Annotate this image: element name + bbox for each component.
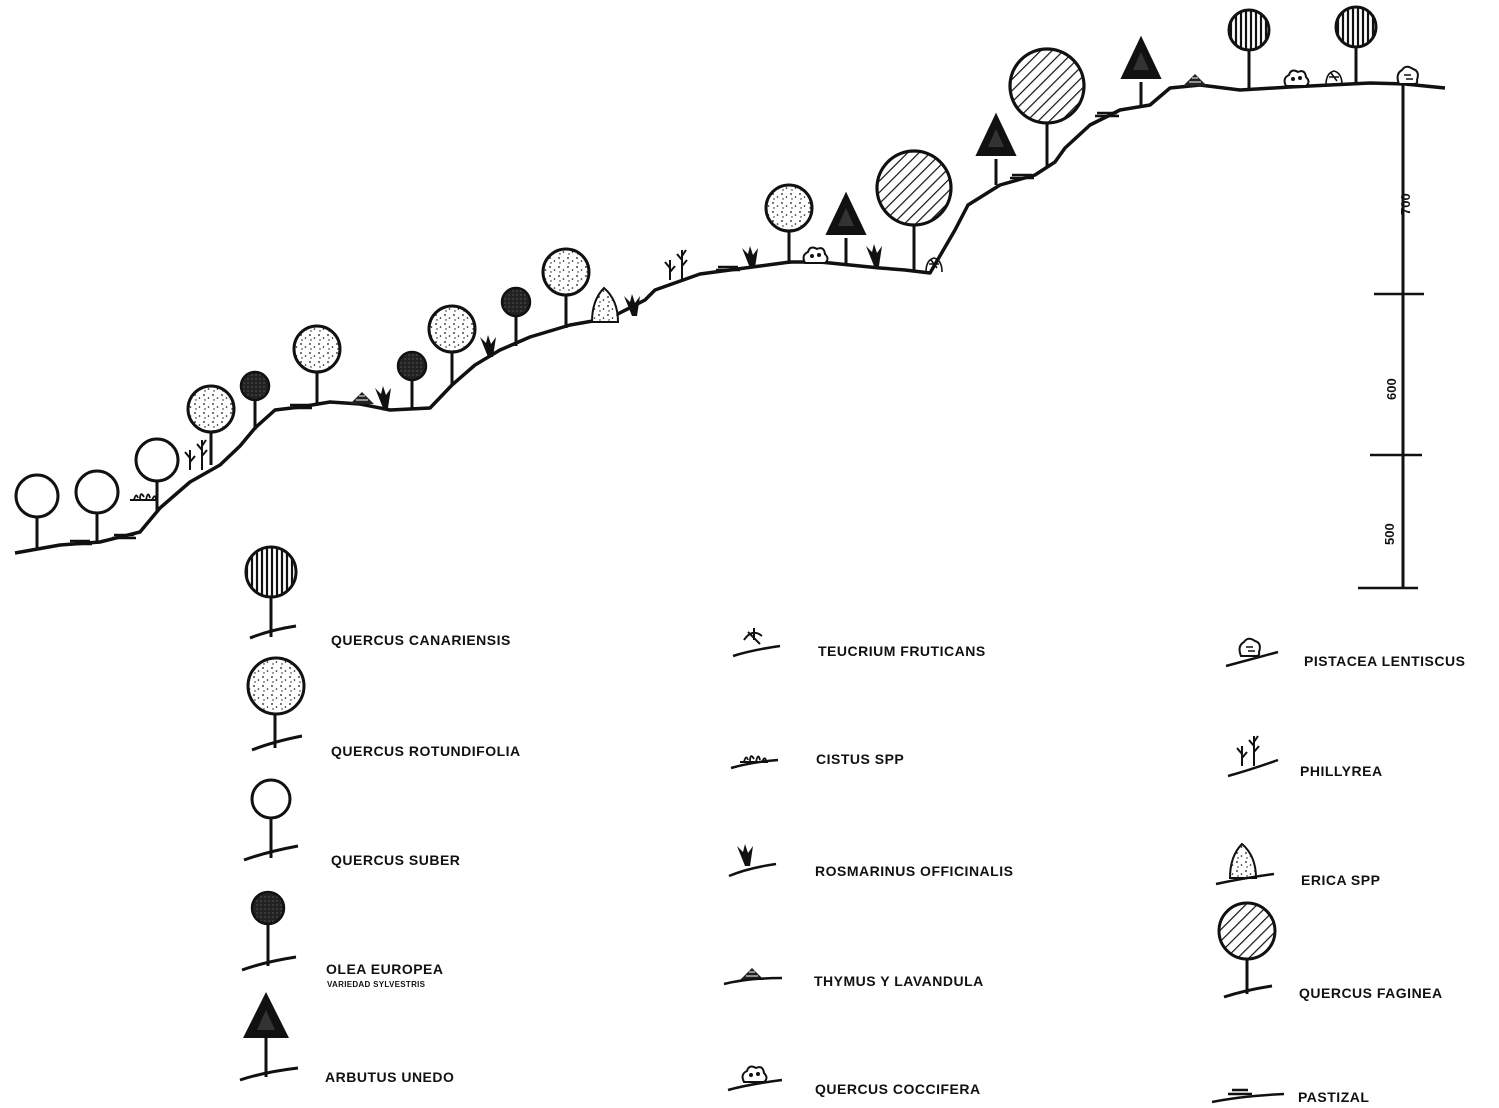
legend-phillyrea-icon bbox=[1228, 736, 1278, 776]
legend-symbols bbox=[240, 547, 1284, 1102]
arbutus-unedo-tree-icon bbox=[827, 194, 865, 264]
terrain-profile-line bbox=[15, 83, 1445, 553]
quercus-canariensis-tree-icon bbox=[1336, 7, 1376, 85]
quercus-rotundifolia-tree-icon bbox=[543, 249, 589, 328]
legend-label-quercus-canariensis: QUERCUS CANARIENSIS bbox=[331, 632, 511, 648]
legend-label-pistacea: PISTACEA LENTISCUS bbox=[1304, 653, 1465, 669]
arbutus-unedo-tree-icon bbox=[977, 115, 1015, 185]
thymus-icon bbox=[350, 392, 374, 404]
thymus-icon bbox=[1183, 74, 1207, 86]
scale-label-500: 500 bbox=[1382, 523, 1397, 545]
arbutus-unedo-tree-icon bbox=[1122, 38, 1160, 108]
quercus-coccifera-icon bbox=[1285, 71, 1309, 86]
legend-label-thymus: THYMUS Y LAVANDULA bbox=[814, 973, 984, 989]
legend-label-erica: ERICA SPP bbox=[1301, 872, 1380, 888]
phillyrea-icon bbox=[185, 440, 207, 470]
legend-quercus-coccifera-icon bbox=[728, 1067, 782, 1090]
elevation-scale: 500 600 700 bbox=[1358, 85, 1424, 588]
phillyrea-icon bbox=[665, 250, 687, 280]
legend-label-cistus: CISTUS SPP bbox=[816, 751, 904, 767]
quercus-coccifera-icon bbox=[804, 248, 828, 263]
legend-sublabel-olea-europea: VARIEDAD SYLVESTRIS bbox=[327, 980, 425, 989]
olea-europea-tree-icon bbox=[398, 352, 426, 410]
rosmarinus-icon bbox=[375, 386, 391, 408]
quercus-rotundifolia-tree-icon bbox=[766, 185, 812, 264]
legend-erica-icon bbox=[1216, 844, 1274, 884]
legend-label-quercus-coccifera: QUERCUS COCCIFERA bbox=[815, 1081, 981, 1097]
legend-arbutus-unedo-icon bbox=[240, 992, 298, 1080]
legend-quercus-canariensis-icon bbox=[246, 547, 296, 638]
legend-rosmarinus-icon bbox=[729, 844, 776, 876]
quercus-suber-tree-icon bbox=[16, 475, 58, 548]
legend-label-arbutus-unedo: ARBUTUS UNEDO bbox=[325, 1069, 454, 1085]
quercus-faginea-tree-icon bbox=[877, 151, 951, 270]
rosmarinus-icon bbox=[866, 244, 882, 266]
quercus-suber-tree-icon bbox=[136, 439, 178, 512]
rosmarinus-icon bbox=[742, 246, 758, 268]
profile-vegetation bbox=[16, 7, 1418, 548]
legend-olea-europea-icon bbox=[242, 892, 296, 970]
legend-label-quercus-suber: QUERCUS SUBER bbox=[331, 852, 460, 868]
legend-quercus-suber-icon bbox=[244, 780, 298, 860]
erica-icon bbox=[592, 288, 618, 322]
legend-teucrium-icon bbox=[733, 628, 780, 656]
legend-label-olea-europea: OLEA EUROPEA bbox=[326, 961, 444, 977]
legend-label-quercus-rotundifolia: QUERCUS ROTUNDIFOLIA bbox=[331, 743, 521, 759]
teucrium-icon bbox=[926, 258, 942, 272]
quercus-rotundifolia-tree-icon bbox=[188, 386, 234, 465]
legend-label-quercus-faginea: QUERCUS FAGINEA bbox=[1299, 985, 1443, 1001]
scale-label-600: 600 bbox=[1384, 378, 1399, 400]
legend-label-teucrium: TEUCRIUM FRUTICANS bbox=[818, 643, 986, 659]
rosmarinus-icon bbox=[624, 294, 640, 316]
legend-label-pastizal: PASTIZAL bbox=[1298, 1089, 1369, 1105]
quercus-faginea-tree-icon bbox=[1010, 49, 1084, 168]
legend-pastizal-icon bbox=[1212, 1090, 1284, 1102]
legend-cistus-icon bbox=[731, 756, 778, 768]
pastizal-icon bbox=[1095, 113, 1119, 116]
scale-label-700: 700 bbox=[1398, 193, 1413, 215]
quercus-canariensis-tree-icon bbox=[1229, 10, 1269, 88]
pistacea-icon bbox=[1398, 67, 1418, 84]
legend-label-phillyrea: PHILLYREA bbox=[1300, 763, 1383, 779]
quercus-suber-tree-icon bbox=[76, 471, 118, 544]
legend-pistacea-icon bbox=[1226, 639, 1278, 666]
legend-quercus-faginea-icon bbox=[1219, 903, 1275, 997]
quercus-rotundifolia-tree-icon bbox=[294, 326, 340, 405]
legend-quercus-rotundifolia-icon bbox=[248, 658, 304, 750]
cistus-icon bbox=[130, 494, 158, 500]
legend-thymus-icon bbox=[724, 968, 782, 984]
legend-label-rosmarinus: ROSMARINUS OFFICINALIS bbox=[815, 863, 1013, 879]
